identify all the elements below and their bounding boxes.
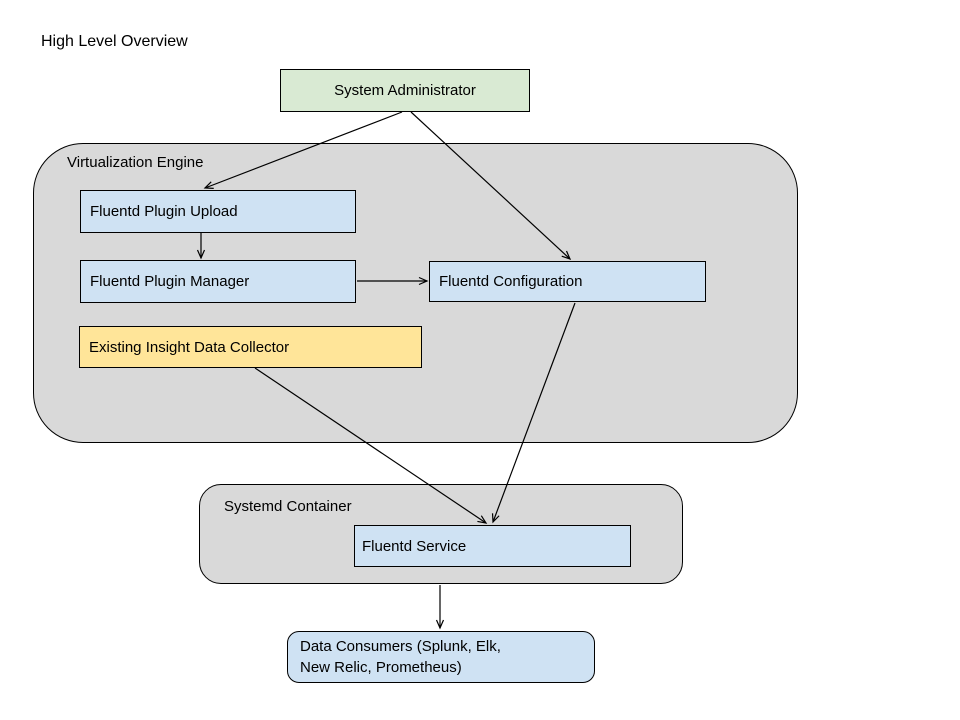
- container-virtualization-engine-label: Virtualization Engine: [67, 154, 204, 171]
- page-title: High Level Overview: [41, 33, 188, 50]
- node-fluentd-plugin-manager: Fluentd Plugin Manager: [80, 260, 356, 303]
- node-fluentd-plugin-upload: Fluentd Plugin Upload: [80, 190, 356, 233]
- node-fluentd-service: Fluentd Service: [354, 525, 631, 567]
- node-data-consumers: Data Consumers (Splunk, Elk, New Relic, …: [287, 631, 595, 683]
- node-system-administrator: System Administrator: [280, 69, 530, 112]
- container-systemd-label: Systemd Container: [224, 498, 352, 515]
- node-fluentd-configuration: Fluentd Configuration: [429, 261, 706, 302]
- node-existing-insight-data-collector: Existing Insight Data Collector: [79, 326, 422, 368]
